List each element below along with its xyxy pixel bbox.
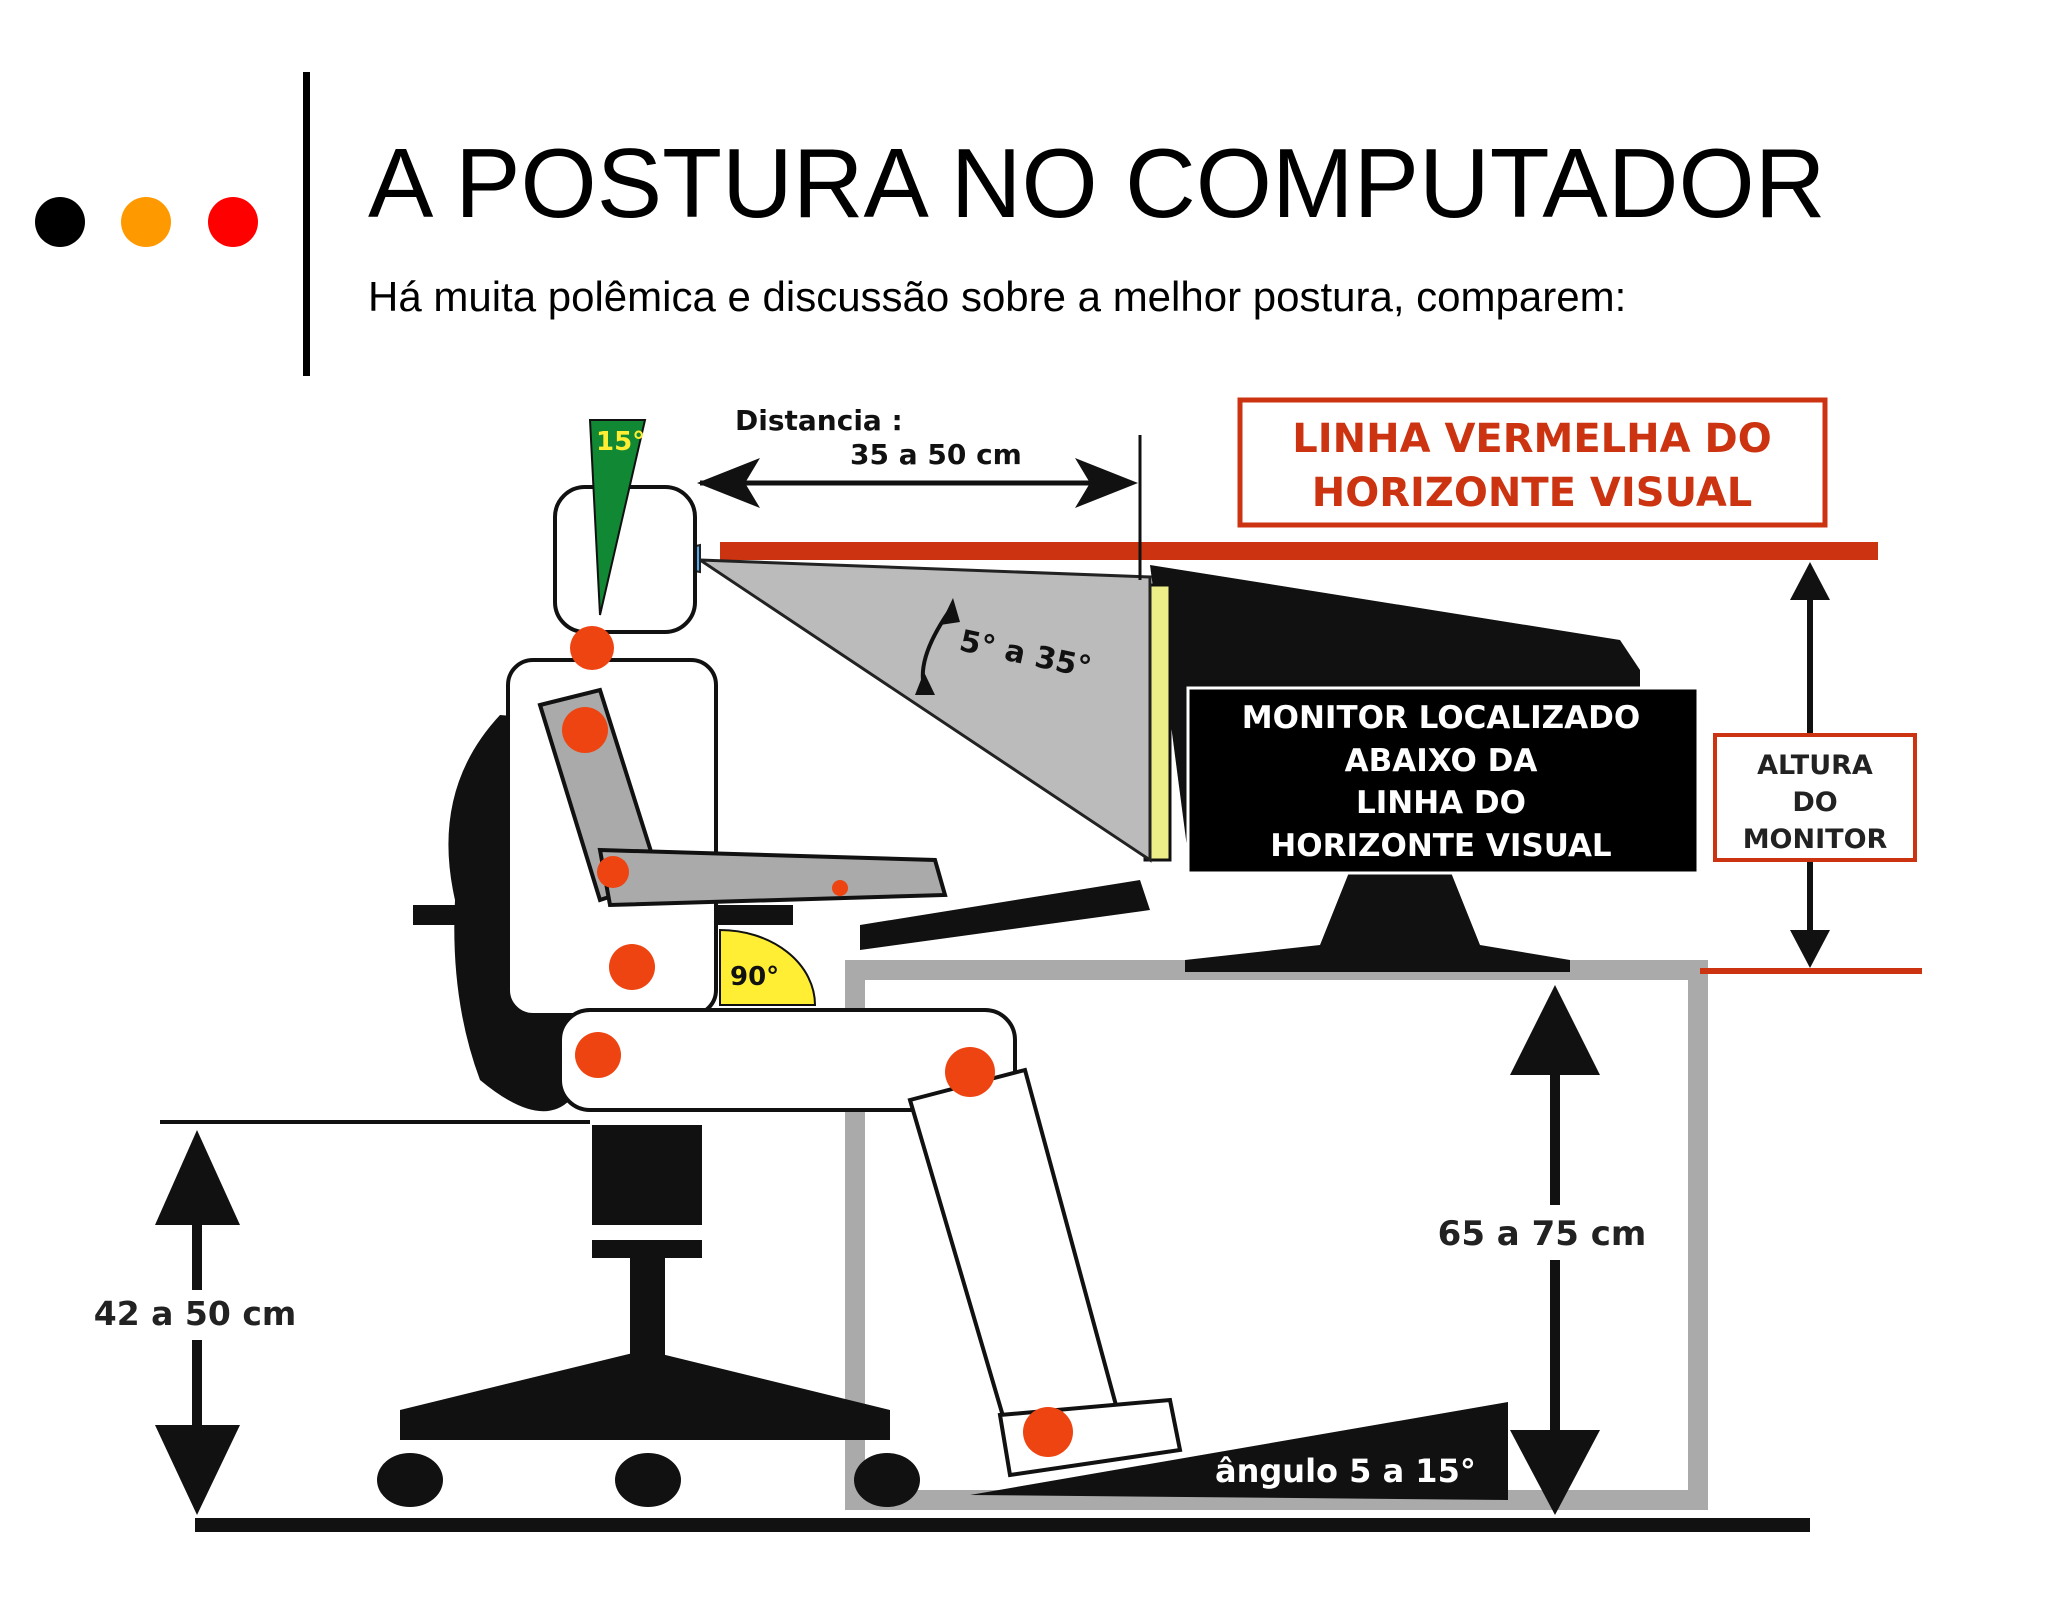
- chair-seat-block: [592, 1125, 702, 1225]
- view-angle-arrowhead-bottom: [915, 672, 935, 695]
- hip-joint: [609, 944, 655, 990]
- seat-level-line: [160, 1120, 590, 1124]
- figure-shin: [907, 1067, 1123, 1443]
- keyboard: [860, 880, 1150, 950]
- monitor-height-box: [1713, 733, 1917, 862]
- head-tilt-label: 15°: [596, 427, 645, 457]
- thigh-joint: [575, 1032, 621, 1078]
- seat-height-label-bg: [80, 1290, 310, 1340]
- view-angle-arrowhead-top: [940, 598, 960, 625]
- figure-thigh: [558, 1008, 1017, 1112]
- desk-height-arrowhead-top: [1510, 985, 1600, 1075]
- monitor-height-text-2: DO: [1792, 787, 1837, 818]
- monitor-height-arrowhead-top: [1790, 562, 1830, 600]
- monitor-label-box: [1186, 686, 1700, 875]
- distance-value: 35 a 50 cm: [850, 438, 1022, 471]
- black-bullet-icon: [35, 197, 85, 247]
- elbow-joint: [597, 856, 629, 888]
- desk-height-label: 65 a 75 cm: [1438, 1214, 1647, 1254]
- red-line-text-2: HORIZONTE VISUAL: [1312, 470, 1753, 516]
- monitor-text-2: ABAIXO DA: [1345, 743, 1538, 779]
- monitor-stand: [1185, 870, 1570, 972]
- chair-wheel-right: [854, 1453, 920, 1507]
- page-title: A POSTURA NO COMPUTADOR: [368, 128, 1826, 238]
- ankle-joint: [1023, 1407, 1073, 1457]
- desk-height-label-bg: [1425, 1205, 1685, 1260]
- monitor-height-arrowhead-bottom: [1790, 930, 1830, 968]
- footrest-angle-label: ângulo 5 a 15°: [1215, 1452, 1476, 1490]
- wrist-joint: [832, 880, 848, 896]
- figure-forearm: [597, 847, 948, 908]
- desk-top-line: [1700, 968, 1922, 974]
- neck-joint: [570, 626, 614, 670]
- elbow-angle-wedge: [719, 928, 817, 1006]
- floor-line: [195, 1518, 1810, 1532]
- monitor-height-text-3: MONITOR: [1743, 824, 1888, 855]
- red-line-box: [1237, 397, 1828, 528]
- red-bullet-icon: [208, 197, 258, 247]
- horizon-line: [720, 542, 1878, 560]
- distance-arrowhead-left: [697, 458, 760, 508]
- shoulder-joint: [562, 707, 608, 753]
- monitor-text-4: HORIZONTE VISUAL: [1270, 828, 1611, 864]
- distance-label: Distancia :: [735, 404, 903, 437]
- footrest: [970, 1402, 1508, 1500]
- knee-joint: [945, 1047, 995, 1097]
- distance-arrowhead-right: [1075, 458, 1138, 508]
- chair-wheel-left: [377, 1453, 443, 1507]
- seat-height-arrowhead-top: [155, 1130, 240, 1225]
- chair-column-top: [592, 1240, 702, 1258]
- view-cone: [694, 558, 1152, 863]
- elbow-angle-label: 90°: [730, 962, 779, 992]
- page-subtitle: Há muita polêmica e discussão sobre a me…: [368, 273, 1627, 320]
- chair-base: [400, 1350, 890, 1440]
- seat-height-arrowhead-bottom: [155, 1425, 240, 1515]
- seat-height-label: 42 a 50 cm: [94, 1294, 297, 1333]
- monitor-height-text-1: ALTURA: [1757, 750, 1873, 781]
- head-angle-wedge: [588, 419, 647, 616]
- title-divider: [303, 72, 310, 376]
- orange-bullet-icon: [121, 197, 171, 247]
- red-line-text-1: LINHA VERMELHA DO: [1292, 416, 1771, 462]
- monitor-text-1: MONITOR LOCALIZADO: [1242, 700, 1640, 736]
- monitor-text-3: LINHA DO: [1356, 785, 1526, 821]
- desk-height-arrowhead-bottom: [1510, 1430, 1600, 1515]
- chair-wheel-middle: [615, 1453, 681, 1507]
